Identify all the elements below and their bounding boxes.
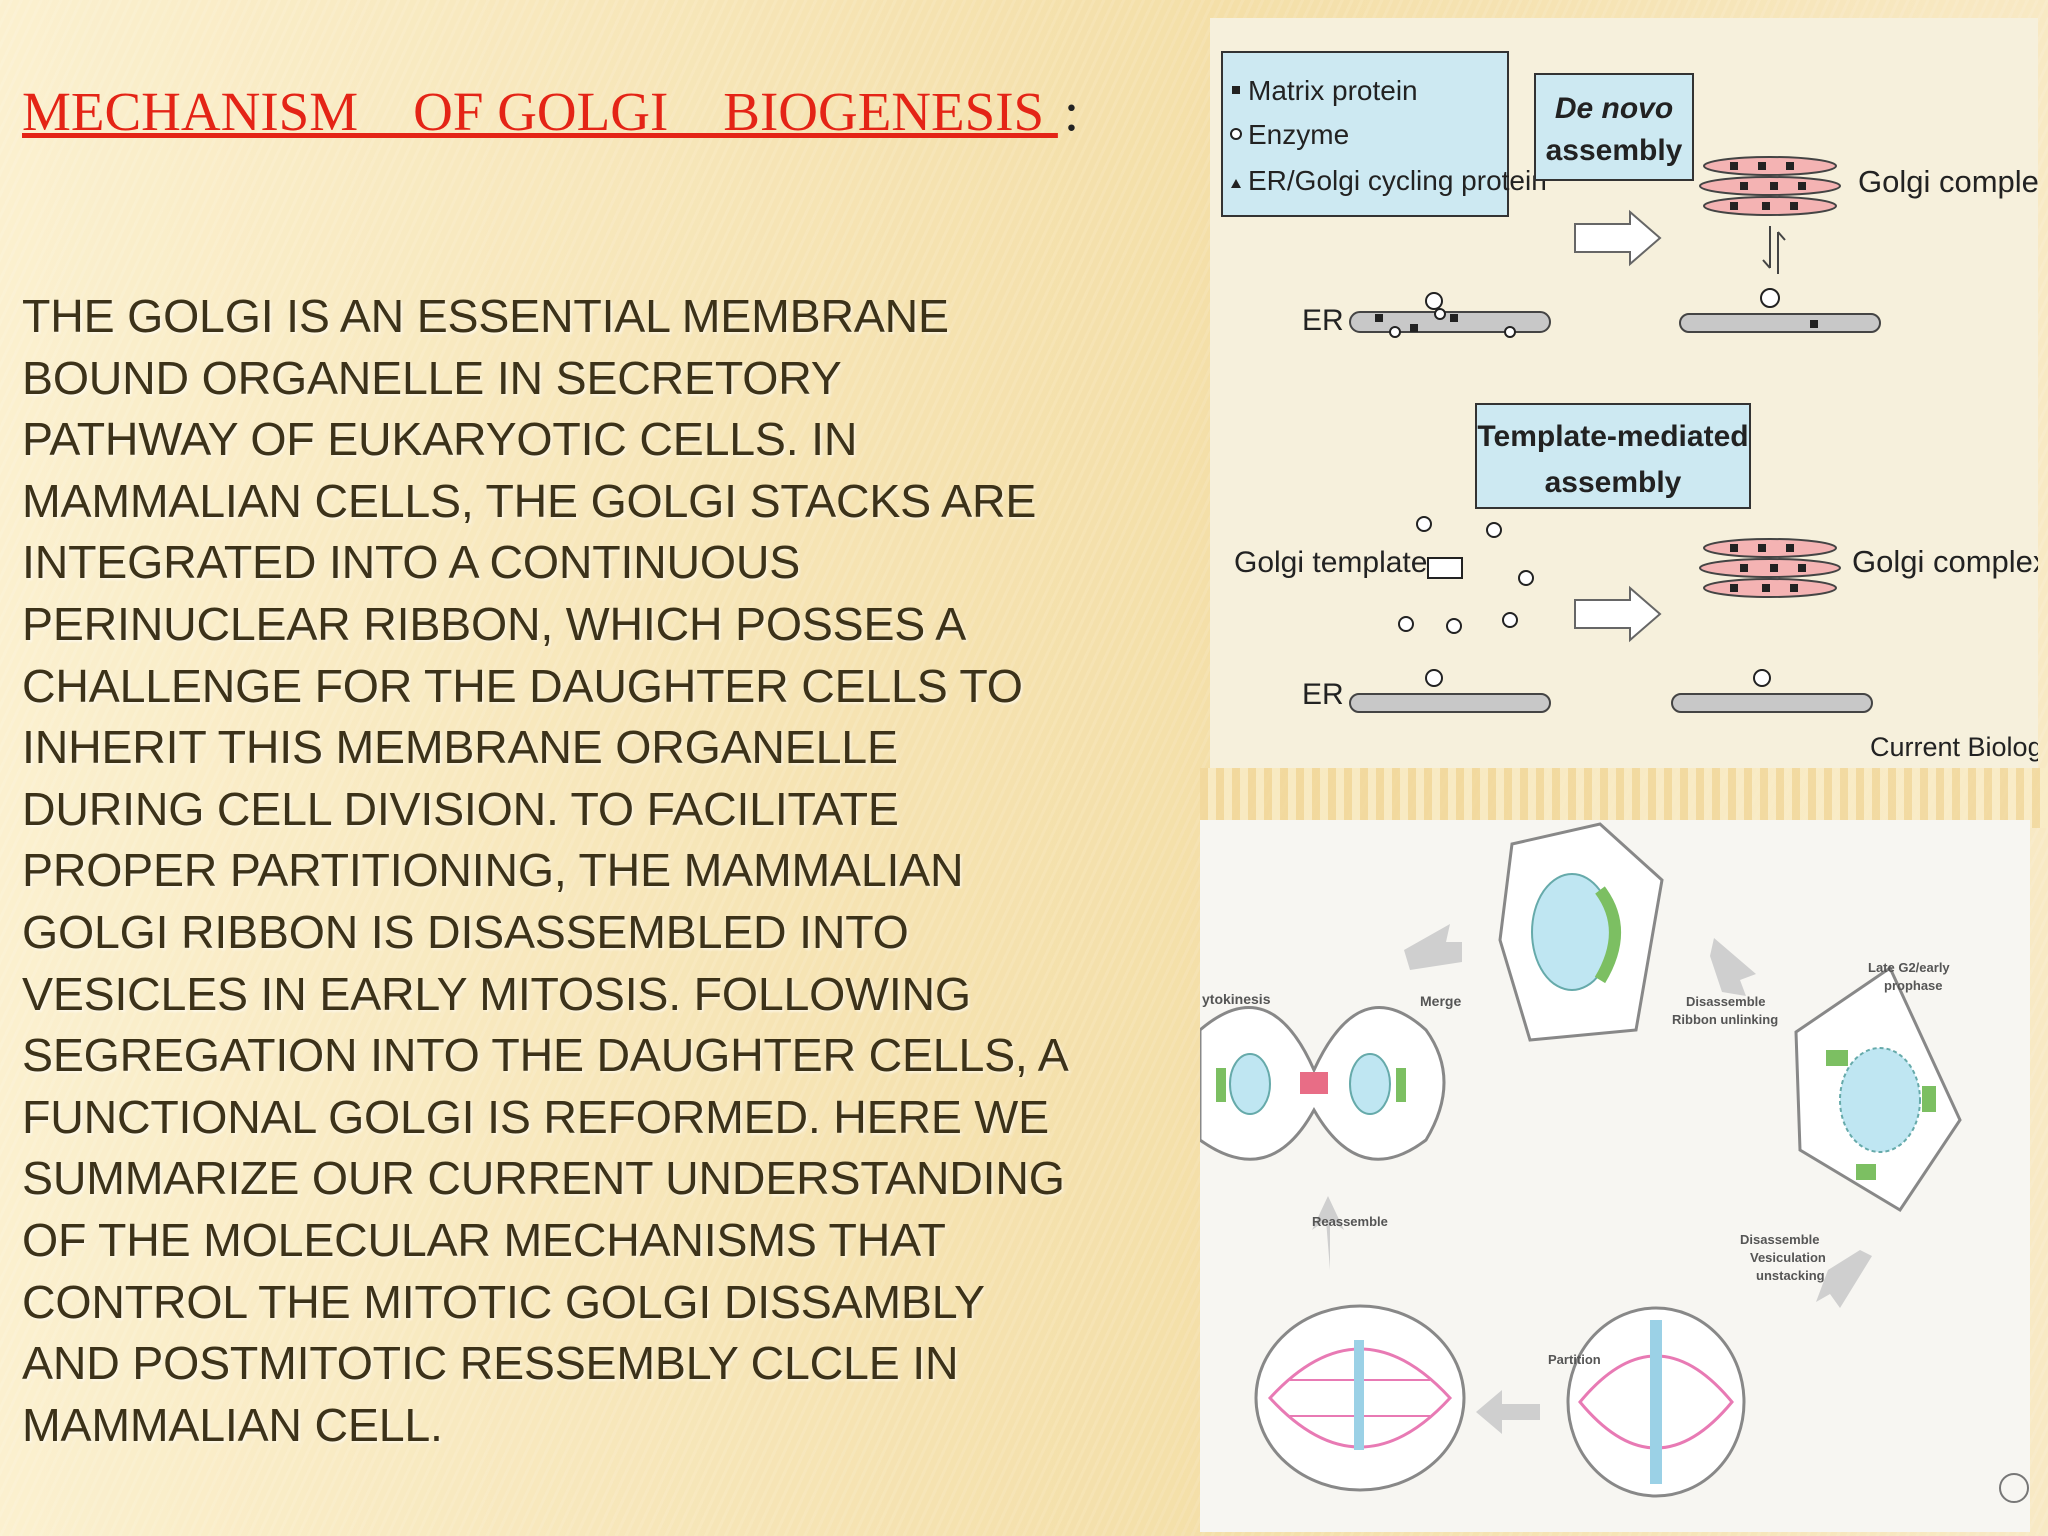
de-novo-box [1534,73,1694,181]
metaphase-cell [1566,1306,1746,1498]
cycling-protein-triangle-icon [1231,179,1241,188]
body-line: VESICLES IN EARLY MITOSIS. FOLLOWING [22,967,971,1020]
label-vesiculation: Vesiculation [1750,1250,1826,1265]
cytokinesis-cell [1200,1006,1446,1161]
template-assembly-label: assembly [1545,466,1682,499]
label-disassemble-bottom: Disassemble [1740,1232,1820,1247]
label-merge: Merge [1420,993,1461,1009]
telophase-cell [1254,1304,1466,1492]
arrow-reassemble-icon [1312,1196,1344,1270]
er-membrane-2 [1349,693,1551,713]
body-line: THE GOLGI IS AN ESSENTIAL MEMBRANE [22,290,949,342]
template-mediated-label: Template-mediated [1477,420,1748,453]
er-proteins-1 [1375,292,1516,338]
arrow-partition-icon [1476,1390,1540,1434]
body-paragraph: THE GOLGI IS AN ESSENTIAL MEMBRANE BOUND… [22,286,1202,1456]
exchange-arrows-icon [1762,226,1786,274]
body-line: SUMMARIZE OUR CURRENT UNDERSTANDING [22,1152,1065,1205]
golgi-template-label: Golgi template [1234,546,1427,579]
interphase-cell [1498,822,1664,1042]
er-label-2: ER [1302,678,1344,711]
er-label-1: ER [1302,304,1344,337]
legend-cycling-protein: ER/Golgi cycling protein [1248,165,1547,196]
de-novo-assembly-label: assembly [1546,134,1683,167]
er-membrane-1b [1679,313,1881,333]
er-membrane-2b [1671,693,1873,713]
body-line: MAMMALIAN CELLS, THE GOLGI STACKS ARE [22,474,1037,527]
body-line: PERINUCLEAR RIBBON, WHICH POSSES A [22,597,967,650]
golgi-stack-bottom [1699,538,1841,598]
body-line: FUNCTIONAL GOLGI IS REFORMED. HERE WE [22,1090,1049,1143]
er-vesicle [1760,288,1780,308]
matrix-protein-square-icon [1232,86,1240,94]
label-reassemble: Reassemble [1312,1214,1388,1229]
slide-title-text: MECHANISM OF GOLGI BIOGENESIS [22,81,1058,142]
arrow-disassemble-icon [1710,938,1756,996]
body-line: OF THE MOLECULAR MECHANISMS THAT [22,1213,946,1266]
de-novo-label: De novo [1555,92,1673,125]
golgi-assembly-figure: Matrix protein Enzyme ER/Golgi cycling p… [1210,18,2038,768]
credit-label: Current Biology [1870,732,2038,762]
label-ribbon-unlinking: Ribbon unlinking [1672,1012,1778,1027]
label-prophase: prophase [1884,978,1943,993]
enzyme-circle-icon [1230,128,1242,140]
legend-box [1221,51,1509,217]
arrow-vesiculation-icon [1816,1250,1872,1308]
stripe-band [1200,768,2048,828]
body-line: INHERIT THIS MEMBRANE ORGANELLE [22,721,898,774]
label-disassemble-top: Disassemble [1686,994,1766,1009]
body-line: BOUND ORGANELLE IN SECRETORY [22,351,842,404]
arrow-right-icon [1574,209,1662,267]
label-unstacking: unstacking [1756,1268,1825,1283]
prophase-cell [1794,965,1962,1213]
golgi-complex-label-2: Golgi complex [1852,544,2038,579]
body-line: PROPER PARTITIONING, THE MAMMALIAN [22,844,964,897]
golgi-stack-top [1699,156,1841,216]
slide-title-colon: : [1063,81,1080,142]
body-line: CHALLENGE FOR THE DAUGHTER CELLS TO [22,659,1023,712]
body-line: GOLGI RIBBON IS DISASSEMBLED INTO [22,905,909,958]
label-late-g2: Late G2/early [1868,960,1950,975]
golgi-template-vesicles [1398,516,1534,634]
golgi-cycle-diagram: ytokinesis Merge Disassemble Ribbon unli… [1200,822,2029,1503]
arrow-merge-icon [1404,924,1462,970]
template-mediated-box [1475,403,1751,509]
legend-enzyme: Enzyme [1248,119,1349,150]
corner-logo-icon [1999,1473,2029,1503]
golgi-assembly-diagram: Matrix protein Enzyme ER/Golgi cycling p… [1221,51,2038,762]
slide-title: MECHANISM OF GOLGI BIOGENESIS : [22,80,1192,143]
label-partition: Partition [1548,1352,1601,1367]
body-line: CONTROL THE MITOTIC GOLGI DISSAMBLY [22,1275,985,1328]
body-line: AND POSTMITOTIC RESSEMBLY CLCLE IN [22,1337,959,1390]
body-line: DURING CELL DIVISION. TO FACILITATE [22,782,899,835]
legend-matrix-protein: Matrix protein [1248,75,1418,106]
body-line: MAMMALIAN CELL. [22,1398,443,1451]
arrow-right-icon-2 [1574,585,1662,643]
body-line: SEGREGATION INTO THE DAUGHTER CELLS, A [22,1029,1069,1082]
label-cytokinesis: ytokinesis [1202,991,1271,1007]
body-line: INTEGRATED INTO A CONTINUOUS [22,536,801,589]
body-line: PATHWAY OF EUKARYOTIC CELLS. IN [22,413,858,466]
golgi-complex-label-1: Golgi complex [1858,164,2038,199]
golgi-cycle-figure: ytokinesis Merge Disassemble Ribbon unli… [1200,820,2030,1532]
